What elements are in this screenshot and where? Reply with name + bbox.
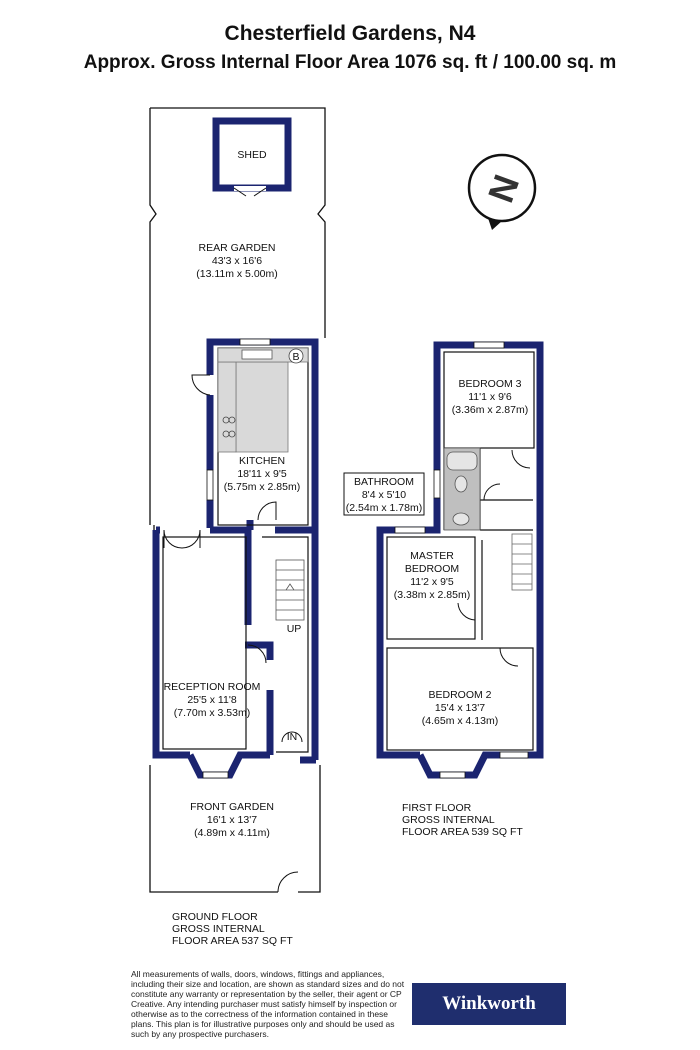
bedroom2-dims-metric: (4.65m x 4.13m) [422, 715, 498, 727]
page-title: Chesterfield Gardens, N4 [224, 22, 476, 45]
bedroom2-dims-imperial: 15'4 x 13'7 [435, 702, 485, 714]
compass: N [467, 153, 537, 230]
winkworth-logo: Winkworth [412, 983, 566, 1025]
first-floor-area: FIRST FLOOR GROSS INTERNAL FLOOR AREA 53… [402, 802, 523, 838]
rear-garden-dims-metric: (13.11m x 5.00m) [196, 268, 278, 280]
stairs-up-label: UP [287, 623, 302, 635]
reception-dims-imperial: 25'5 x 11'8 [187, 694, 237, 706]
stairs [275, 559, 305, 621]
reception-name: RECEPTION ROOM [164, 681, 261, 693]
bedroom2-labels: BEDROOM 2 15'4 x 13'7 (4.65m x 4.13m) [422, 689, 498, 727]
entrance: IN [281, 731, 303, 743]
first-floor-stairs [511, 533, 533, 591]
bedroom2-name: BEDROOM 2 [428, 689, 491, 701]
bathroom-label-box: BATHROOM 8'4 x 5'10 (2.54m x 1.78m) [343, 472, 425, 516]
bedroom3-dims-imperial: 11'1 x 9'6 [468, 391, 512, 403]
first-floor-area-line3: FLOOR AREA 539 SQ FT [402, 826, 523, 838]
kitchen-fixtures: B [191, 347, 309, 521]
bathroom-fixtures [443, 447, 481, 531]
front-garden: FRONT GARDEN 16'1 x 13'7 (4.89m x 4.11m) [190, 801, 299, 893]
kitchen-labels: KITCHEN 18'11 x 9'5 (5.75m x 2.85m) [224, 455, 300, 493]
reception-doors [163, 529, 201, 549]
ground-floor-area-line3: FLOOR AREA 537 SQ FT [172, 935, 293, 947]
shed: SHED [212, 117, 292, 197]
master-name-line1: MASTER [410, 550, 454, 562]
windows [202, 338, 529, 779]
garden-boundary [149, 107, 326, 893]
bathroom-name: BATHROOM [354, 476, 414, 488]
master-name-line2: BEDROOM [405, 563, 459, 575]
master-dims-metric: (3.38m x 2.85m) [394, 589, 470, 601]
rear-garden: REAR GARDEN 43'3 x 16'6 (13.11m x 5.00m) [196, 242, 278, 280]
master-dims-imperial: 11'2 x 9'5 [410, 576, 454, 588]
bedroom3-labels: BEDROOM 3 11'1 x 9'6 (3.36m x 2.87m) [452, 378, 528, 416]
kitchen-dims-metric: (5.75m x 2.85m) [224, 481, 300, 493]
reception-dims-metric: (7.70m x 3.53m) [174, 707, 250, 719]
bedroom3-dims-metric: (3.36m x 2.87m) [452, 404, 528, 416]
disclaimer-text: All measurements of walls, doors, window… [131, 969, 405, 1039]
entrance-label: IN [287, 731, 298, 743]
reception-labels: RECEPTION ROOM 25'5 x 11'8 (7.70m x 3.53… [164, 681, 261, 719]
kitchen-name: KITCHEN [239, 455, 285, 467]
first-floor-area-line1: FIRST FLOOR [402, 802, 472, 814]
ground-floor-area-line2: GROSS INTERNAL [172, 923, 265, 935]
boiler-label: B [292, 351, 299, 363]
bathroom-dims-imperial: 8'4 x 5'10 [362, 489, 406, 501]
front-garden-name: FRONT GARDEN [190, 801, 274, 813]
page-subtitle: Approx. Gross Internal Floor Area 1076 s… [83, 52, 617, 73]
master-bedroom-labels: MASTER BEDROOM 11'2 x 9'5 (3.38m x 2.85m… [394, 550, 470, 601]
first-floor-doors [457, 449, 531, 667]
rear-garden-dims-imperial: 43'3 x 16'6 [212, 255, 262, 267]
shed-label: SHED [237, 149, 267, 161]
front-garden-dims-metric: (4.89m x 4.11m) [194, 827, 270, 839]
first-floor-area-line2: GROSS INTERNAL [402, 814, 495, 826]
bathroom-dims-metric: (2.54m x 1.78m) [346, 502, 422, 514]
front-garden-dims-imperial: 16'1 x 13'7 [207, 814, 257, 826]
rear-garden-name: REAR GARDEN [198, 242, 275, 254]
kitchen-dims-imperial: 18'11 x 9'5 [237, 468, 287, 480]
bedroom3-name: BEDROOM 3 [458, 378, 521, 390]
ground-floor-area-line1: GROUND FLOOR [172, 911, 258, 923]
ground-floor-area: GROUND FLOOR GROSS INTERNAL FLOOR AREA 5… [172, 911, 293, 947]
